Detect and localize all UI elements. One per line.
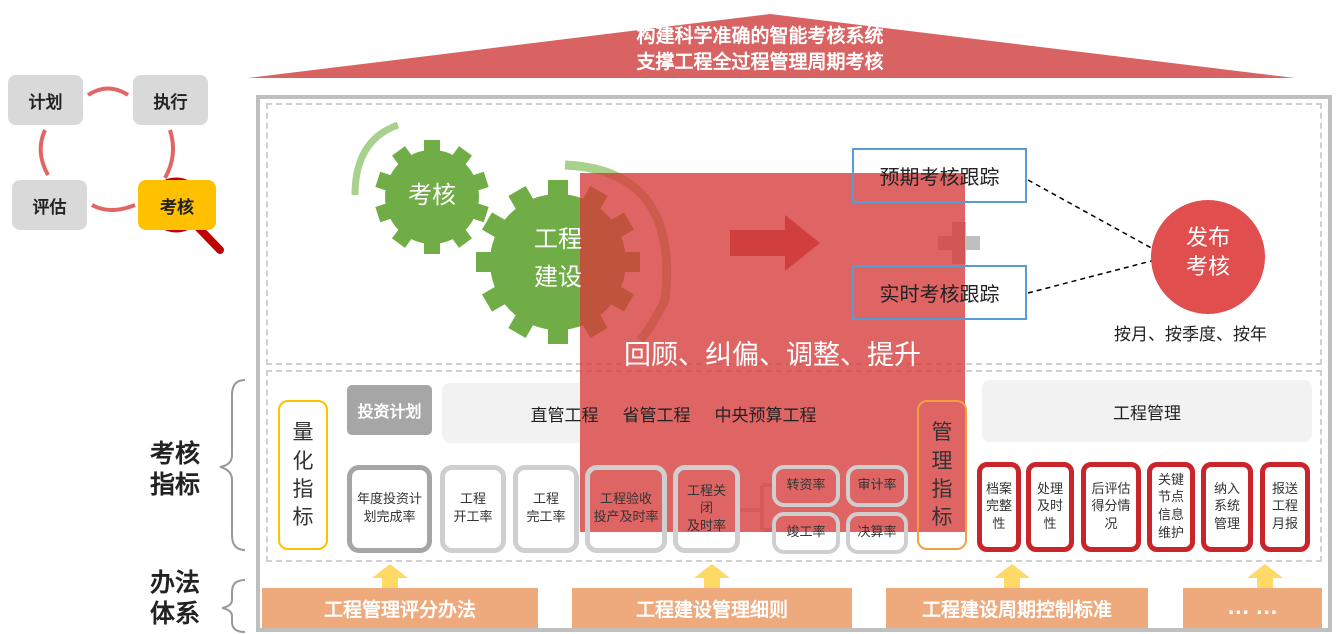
publish-circle bbox=[1151, 200, 1265, 314]
quant-item: 工程 开工率 bbox=[440, 465, 506, 553]
connector-realtime bbox=[1027, 259, 1156, 294]
expected-tracking-box: 预期考核跟踪 bbox=[852, 148, 1027, 203]
roof-line1: 构建科学准确的智能考核系统 bbox=[636, 25, 884, 47]
mgmt-item: 后评估 得分情 况 bbox=[1081, 462, 1141, 552]
mgmt-header-box: 工程管理 bbox=[982, 380, 1312, 442]
gear-icon-small bbox=[375, 140, 489, 254]
publish-label: 发布 考核 bbox=[1158, 225, 1258, 282]
method-bar: 工程建设管理细则 bbox=[572, 588, 852, 628]
gear-tooth bbox=[392, 227, 414, 248]
connector-expected bbox=[1027, 179, 1156, 251]
arrow-plan-execute bbox=[86, 86, 130, 97]
gear-small-label: 考核 bbox=[408, 181, 456, 209]
gear-tooth bbox=[392, 146, 414, 167]
quant-item: 工程验收 投产及时率 bbox=[585, 465, 667, 553]
gear-tooth bbox=[548, 326, 568, 344]
side-label-indicators: 考核 指标 bbox=[150, 439, 201, 500]
gear-tooth bbox=[481, 212, 508, 239]
roof-line2: 支撑工程全过程管理周期考核 bbox=[636, 50, 884, 73]
gear-tooth bbox=[508, 185, 535, 212]
sub-item: 审计率 bbox=[846, 465, 908, 507]
cycle-plan: 计划 bbox=[8, 75, 83, 125]
project-type: 中央预算工程 bbox=[714, 405, 817, 426]
up-arrow-icon bbox=[372, 564, 408, 590]
gear-tooth bbox=[508, 312, 535, 339]
mgmt-item: 报送 工程 月报 bbox=[1260, 462, 1310, 552]
up-arrow-icon bbox=[994, 564, 1030, 590]
quant-item: 工程 完工率 bbox=[513, 465, 579, 553]
mgmt-item: 关键 节点 信息 维护 bbox=[1147, 462, 1195, 552]
mgmt-item: 档案 完整 性 bbox=[977, 462, 1021, 552]
gear-tooth bbox=[424, 140, 440, 154]
sub-item: 竣工率 bbox=[772, 512, 840, 554]
rotation-arc-small bbox=[351, 121, 400, 196]
publish-frequency: 按月、按季度、按年 bbox=[1114, 325, 1267, 345]
sub-item: 转资率 bbox=[772, 465, 840, 507]
sub-item: 决算率 bbox=[846, 512, 908, 554]
gear-tooth bbox=[548, 180, 568, 198]
gear-tooth bbox=[476, 252, 494, 272]
arrow-execute-assess bbox=[163, 129, 176, 179]
gear-tooth bbox=[375, 202, 394, 223]
gear-big-label: 工程 建设 bbox=[510, 220, 606, 297]
mgmt-indicator-label: 管理指标 bbox=[917, 400, 967, 550]
method-bar: 工程管理评分办法 bbox=[262, 588, 538, 628]
quant-item: 工程关 闭 及时率 bbox=[673, 465, 740, 553]
up-arrow-icon bbox=[1247, 564, 1283, 590]
realtime-tracking-box: 实时考核跟踪 bbox=[852, 265, 1027, 320]
arrow-evaluate-plan bbox=[38, 129, 50, 176]
brace-methods bbox=[221, 579, 246, 633]
roof-shape bbox=[248, 14, 1295, 78]
gear-big-line1: 工程 bbox=[534, 225, 582, 253]
gear-tooth bbox=[470, 202, 489, 223]
project-types-box: 直管工程 省管工程 中央预算工程 bbox=[442, 383, 905, 443]
publish-line1: 发布 bbox=[1185, 226, 1230, 251]
gear-tooth bbox=[470, 171, 489, 192]
gear-tooth bbox=[450, 146, 472, 167]
arrow-assess-evaluate bbox=[91, 203, 136, 212]
gear-tooth bbox=[424, 240, 440, 254]
cycle-assess: 考核 bbox=[138, 180, 216, 230]
main-frame bbox=[256, 95, 1332, 632]
mgmt-item: 纳入 系统 管理 bbox=[1201, 462, 1253, 552]
project-type: 直管工程 bbox=[530, 405, 599, 426]
overlay-text: 回顾、纠偏、调整、提升 bbox=[624, 340, 921, 371]
side-label-methods: 办法 体系 bbox=[150, 568, 201, 629]
roof-title: 构建科学准确的智能考核系统 支撑工程全过程管理周期考核 bbox=[500, 24, 1020, 75]
publish-line2: 考核 bbox=[1185, 254, 1230, 280]
project-type: 省管工程 bbox=[622, 405, 691, 426]
gear-tooth bbox=[375, 171, 394, 192]
quant-indicator-label: 量化指标 bbox=[278, 400, 328, 550]
gear-tooth bbox=[450, 227, 472, 248]
gear-big-line2: 建设 bbox=[534, 263, 582, 292]
gear-tooth bbox=[481, 285, 508, 312]
invest-plan-box: 投资计划 bbox=[347, 385, 432, 435]
cycle-evaluate: 评估 bbox=[12, 180, 87, 230]
brace-indicators bbox=[219, 379, 246, 551]
quant-item: 年度投资计 划完成率 bbox=[347, 465, 432, 553]
method-bar: ... ... bbox=[1183, 588, 1322, 628]
method-bar: 工程建设周期控制标准 bbox=[886, 588, 1148, 628]
up-arrow-icon bbox=[694, 564, 730, 590]
cycle-execute: 执行 bbox=[133, 75, 208, 125]
mgmt-item: 处理 及时 性 bbox=[1026, 462, 1074, 552]
